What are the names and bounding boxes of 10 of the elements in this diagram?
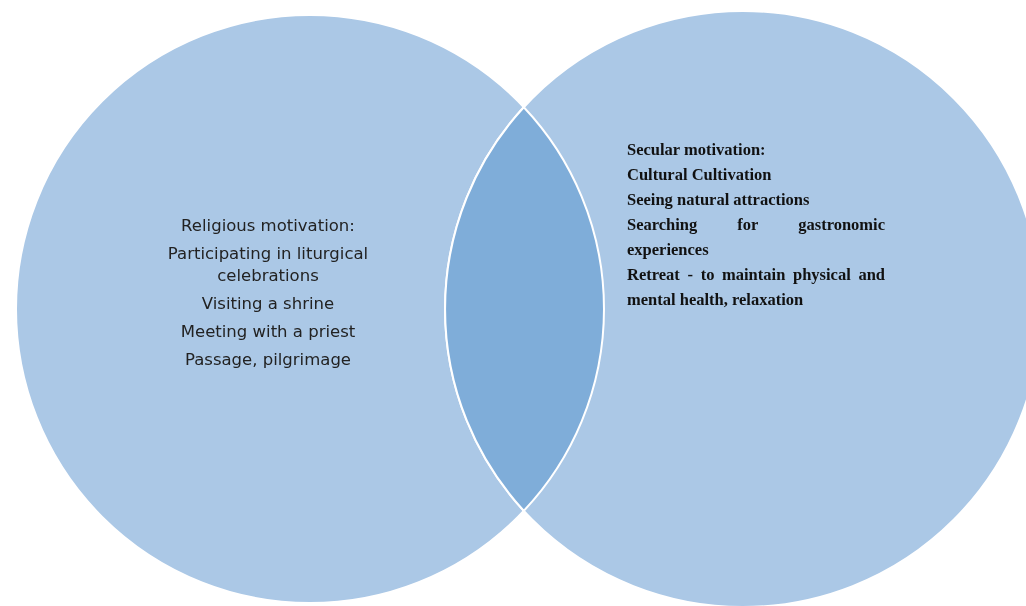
list-item: Seeing natural attractions (627, 189, 811, 211)
list-item: Participating in liturgical celebrations (166, 243, 370, 287)
list-item: Retreat - to maintain physical and mental health, relaxation (627, 264, 885, 311)
list-item: Meeting with a priest (179, 321, 357, 343)
list-item: Visiting a shrine (200, 293, 336, 315)
heading: Religious motivation: (180, 215, 356, 237)
list-item: Cultural Cultivation (627, 164, 773, 186)
heading: Secular motivation: (627, 139, 767, 161)
list-item: Searching for gastronomic experiences (627, 214, 885, 261)
list-item: Passage, pilgrimage (184, 349, 352, 371)
